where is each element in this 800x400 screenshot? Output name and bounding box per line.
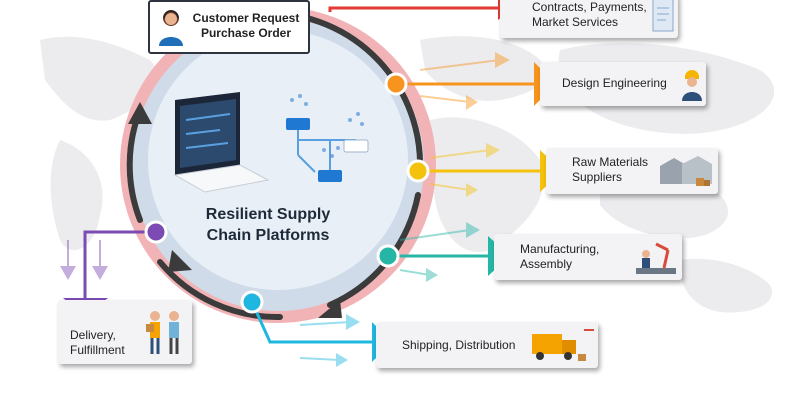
cycle-arc-bottom-left [157, 259, 283, 321]
document-icon [652, 0, 674, 32]
node-box-shipping: Shipping, Distribution [376, 322, 598, 368]
cycle-arrowhead-left [168, 250, 192, 272]
laptop-icon [173, 92, 270, 193]
server-cubes-icon [286, 94, 369, 182]
node-dot-teal [376, 244, 400, 268]
node-box-manufacturing: Manufacturing, Assembly [494, 234, 682, 280]
engineer-icon [682, 70, 702, 101]
node-dot-purple [144, 220, 168, 244]
node-dots [144, 72, 430, 314]
connector-lines [83, 6, 540, 344]
node-label-design-engineering: Design Engineering [562, 76, 667, 90]
connector-red [328, 6, 498, 12]
node-label-manufacturing: Manufacturing, Assembly [520, 242, 600, 271]
connector-cyan [250, 301, 375, 344]
node-box-design-engineering: Design Engineering [540, 62, 706, 106]
node-box-delivery: Delivery, Fulfillment [58, 300, 192, 364]
cycle-arrowhead-bottom [318, 300, 342, 318]
robot-arm-icon [636, 242, 676, 274]
node-label-raw-materials: Raw Materials Suppliers [572, 155, 649, 184]
node-box-raw-materials: Raw Materials Suppliers [546, 148, 718, 194]
truck-icon [532, 329, 594, 361]
delivery-person-icon [146, 311, 179, 354]
node-label-shipping: Shipping, Distribution [402, 338, 516, 352]
connector-purple [83, 230, 156, 298]
customer-request-label: Customer Request Purchase Order [192, 11, 300, 40]
node-label-delivery: Delivery, Fulfillment [70, 328, 125, 357]
cycle-arrowhead-top-left [128, 102, 152, 124]
customer-service-agent-icon [159, 10, 183, 46]
node-dot-yellow [406, 159, 430, 183]
warehouse-icon [660, 156, 712, 186]
center-title: Resilient Supply Chain Platforms [205, 206, 331, 244]
node-dot-orange [384, 72, 408, 96]
customer-request-box: Customer Request Purchase Order [148, 0, 310, 54]
node-dot-cyan [240, 290, 264, 314]
globe-inner-light [148, 30, 408, 290]
ghost-arrows [60, 52, 510, 367]
node-label-contracts: Contracts, Payments, Market Services [532, 0, 647, 29]
node-box-contracts: Contracts, Payments, Market Services [500, 0, 678, 38]
